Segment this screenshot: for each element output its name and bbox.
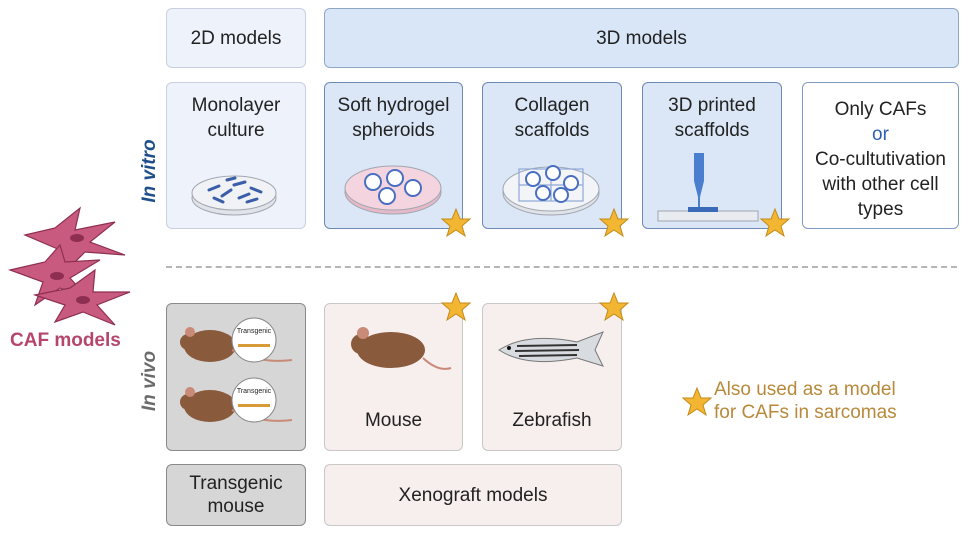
caf-models-title: CAF models bbox=[10, 330, 121, 351]
mouse-label: Mouse bbox=[364, 410, 423, 431]
only-cafs-label: Only CAFs bbox=[834, 99, 927, 120]
3d-printed-scaffolds-card: 3D printed scaffolds bbox=[642, 82, 782, 229]
legend-text: Also used as a model for CAFs in sarcoma… bbox=[714, 379, 897, 423]
mouse-xenograft-card: Mouse bbox=[324, 303, 463, 451]
section-divider bbox=[166, 266, 957, 268]
printed-label: 3D printed scaffolds bbox=[668, 95, 756, 141]
collagen-scaffolds-card: Collagen scaffolds bbox=[482, 82, 622, 229]
hydrogel-spheroids-card: Soft hydrogel spheroids bbox=[324, 82, 463, 229]
xenograft-models-box: Xenograft models bbox=[324, 464, 622, 526]
star-icon bbox=[759, 207, 791, 238]
cocultivation-label: Co-cultutivation with other cell types bbox=[815, 149, 946, 220]
monolayer-label: Monolayer culture bbox=[191, 95, 281, 141]
hydrogel-label: Soft hydrogel spheroids bbox=[337, 95, 450, 141]
zebrafish-label: Zebrafish bbox=[512, 410, 592, 431]
mouse-icon bbox=[351, 327, 452, 370]
2d-models-header: 2D models bbox=[166, 8, 306, 68]
in-vivo-label: In vivo bbox=[139, 350, 160, 412]
bioprinter-icon bbox=[657, 153, 759, 222]
caf-cells-icon bbox=[7, 206, 131, 326]
zebrafish-icon bbox=[498, 331, 604, 367]
3d-models-header: 3D models bbox=[324, 8, 959, 68]
collagen-label: Collagen scaffolds bbox=[514, 95, 590, 141]
in-vitro-label: In vitro bbox=[139, 139, 160, 203]
transgenic-tag-2: Transgenic bbox=[236, 388, 272, 395]
transgenic-mouse-card: Transgenic Transgenic bbox=[166, 303, 306, 451]
legend-star-icon bbox=[681, 386, 713, 417]
star-icon bbox=[598, 207, 630, 238]
star-icon bbox=[440, 207, 472, 238]
zebrafish-xenograft-card: Zebrafish bbox=[482, 303, 622, 451]
transgenic-tag-1: Transgenic bbox=[236, 328, 272, 335]
spheroid-dish-icon bbox=[344, 165, 442, 215]
cell-types-card: Only CAFs or Co-cultutivation with other… bbox=[802, 82, 959, 229]
star-icon bbox=[598, 291, 630, 322]
transgenic-mouse-label-box: Transgenic mouse bbox=[166, 464, 306, 526]
star-icon bbox=[440, 291, 472, 322]
collagen-dish-icon bbox=[502, 165, 600, 216]
mouse-icon bbox=[180, 317, 293, 423]
petri-dish-icon bbox=[191, 175, 277, 216]
or-label: or bbox=[872, 124, 889, 145]
monolayer-culture-card: Monolayer culture bbox=[166, 82, 306, 229]
